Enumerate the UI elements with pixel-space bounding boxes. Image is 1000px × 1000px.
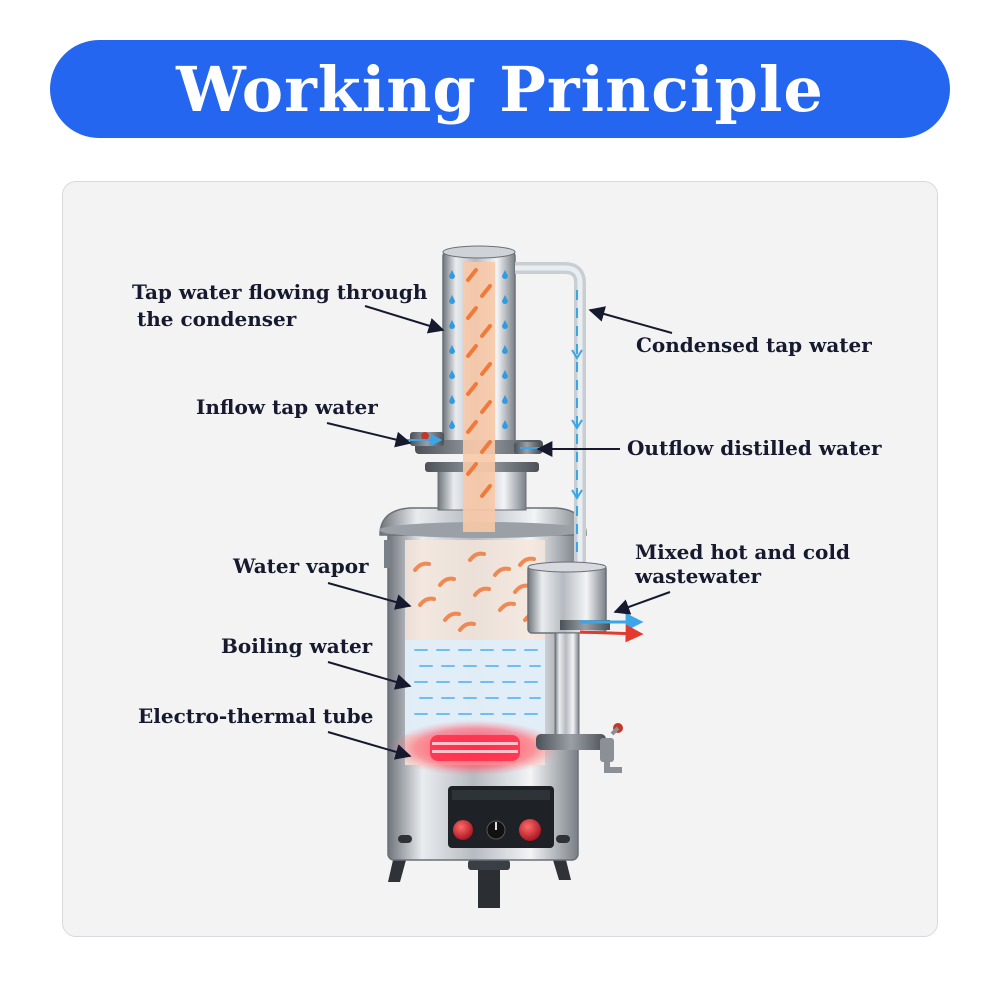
condenser-column xyxy=(415,245,543,532)
condenser-water-drops xyxy=(449,270,508,429)
wastewater-cup xyxy=(527,561,610,739)
water-vapor-strokes xyxy=(413,551,541,632)
label-boiling-water: Boiling water xyxy=(221,634,373,658)
return-pipe xyxy=(515,262,586,570)
label-electro-thermal-tube: Electro-thermal tube xyxy=(138,704,374,728)
page-title: Working Principle xyxy=(176,52,824,126)
drain-faucet xyxy=(536,723,623,773)
boiling-water-dashes xyxy=(414,649,541,715)
base-legs xyxy=(388,860,571,908)
electro-thermal-tube xyxy=(390,720,560,776)
label-mixed-line2: wastewater xyxy=(635,564,762,588)
label-condenser-line1: Tap water flowing through xyxy=(132,280,428,304)
control-panel xyxy=(448,786,554,848)
wastewater-arrows xyxy=(579,613,644,643)
label-mixed-line1: Mixed hot and cold xyxy=(635,540,850,564)
callout-arrows xyxy=(326,305,673,760)
label-water-vapor: Water vapor xyxy=(233,554,369,578)
label-outflow-distilled-water: Outflow distilled water xyxy=(627,436,882,460)
vapor-tube-strokes xyxy=(466,268,492,498)
title-banner: Working Principle xyxy=(50,40,950,138)
label-condensed-tap-water: Condensed tap water xyxy=(636,333,872,357)
label-inflow-tap-water: Inflow tap water xyxy=(196,395,378,419)
label-condenser-line2: the condenser xyxy=(137,307,297,331)
